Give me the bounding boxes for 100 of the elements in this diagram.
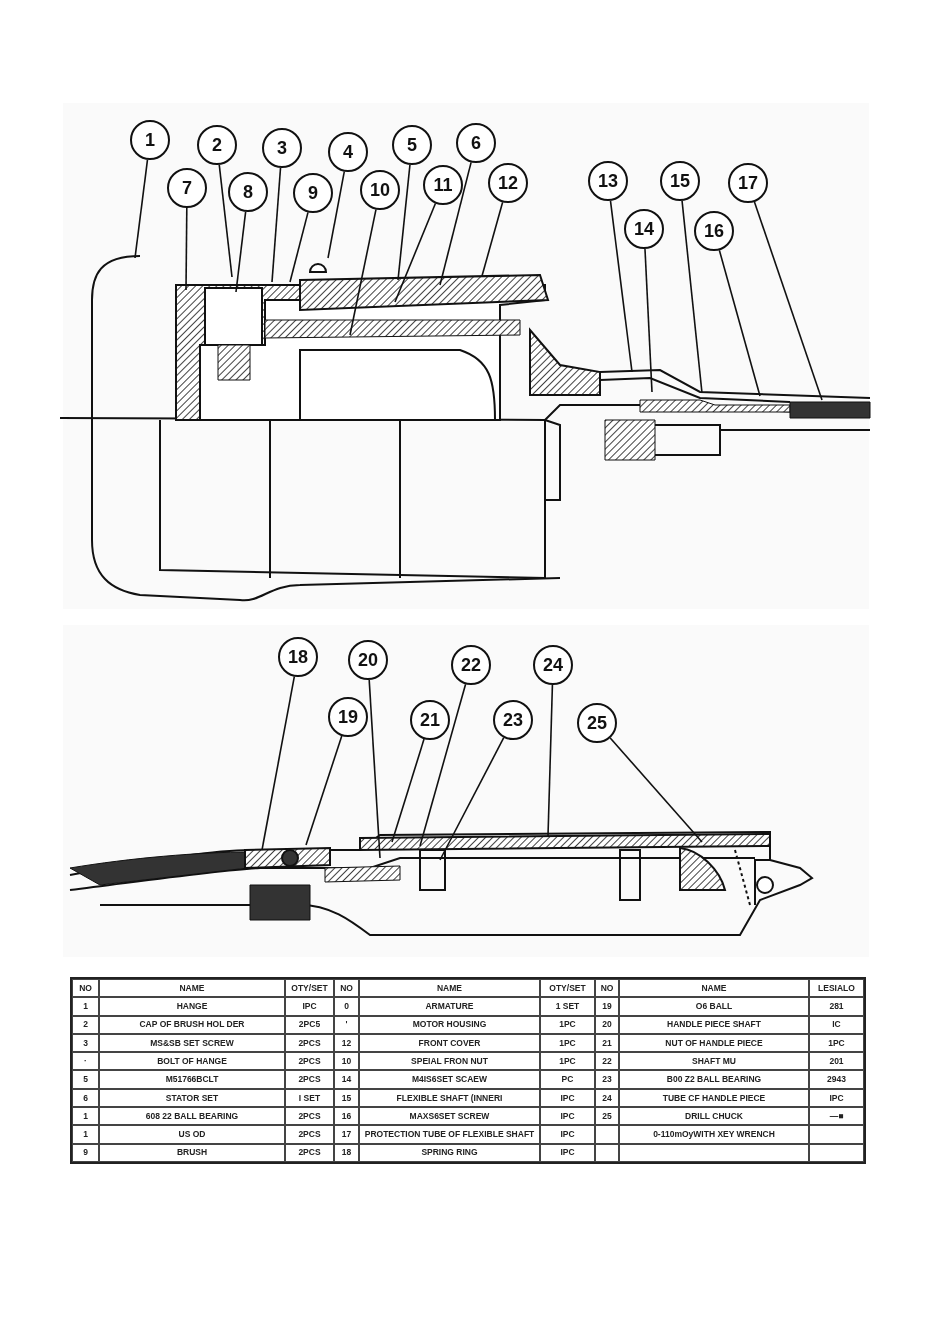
table-cell: NO — [72, 979, 99, 998]
table-cell: BRUSH — [99, 1143, 285, 1162]
leader-line — [327, 170, 346, 259]
table-cell: 1 — [72, 1107, 99, 1126]
leader-line — [305, 735, 343, 846]
table-cell: 0 — [334, 997, 359, 1016]
table-cell: IPC — [809, 1088, 864, 1108]
table-cell: 2PCS — [285, 1052, 334, 1071]
table-cell: M4IS6SET SCAEW — [359, 1070, 540, 1089]
table-cell: 25 — [595, 1107, 619, 1126]
table-cell: 2PCS — [285, 1107, 334, 1126]
table-cell: CAP OF BRUSH HOL DER — [99, 1015, 285, 1034]
table-cell: 24 — [595, 1088, 619, 1108]
table-cell: STATOR SET — [99, 1088, 285, 1108]
table-cell: OTY/SET — [285, 979, 334, 998]
table-cell: TUBE CF HANDLE PIECE — [619, 1088, 809, 1108]
leader-line — [397, 164, 411, 281]
table-cell: SHAFT MU — [619, 1052, 809, 1071]
table-cell: I SET — [285, 1088, 334, 1108]
table-cell: 6 — [72, 1088, 99, 1108]
table-cell: US OD — [99, 1125, 285, 1144]
table-cell: 1PC — [809, 1033, 864, 1053]
table-cell: 3 — [72, 1033, 99, 1053]
table-cell: 21 — [595, 1033, 619, 1053]
table-cell: O6 BALL — [619, 997, 809, 1016]
table-cell: IPC — [540, 1143, 595, 1162]
table-cell: HANDLE PIECE SHAFT — [619, 1015, 809, 1034]
leader-line — [391, 738, 425, 843]
leader-line — [481, 201, 504, 277]
table-cell: MAXS6SET SCREW — [359, 1107, 540, 1126]
table-cell: NAME — [619, 979, 809, 998]
leader-line — [271, 167, 282, 283]
table-cell: M51766BCLT — [99, 1070, 285, 1089]
table-cell: 2PCS — [285, 1143, 334, 1162]
table-cell: 5 — [72, 1070, 99, 1089]
table-cell: 2PC5 — [285, 1015, 334, 1034]
table-cell: 2PCS — [285, 1125, 334, 1144]
table-cell: 2PCS — [285, 1070, 334, 1089]
leader-line — [419, 683, 467, 847]
leader-line — [644, 248, 653, 393]
table-cell: IPC — [540, 1107, 595, 1126]
table-cell: IPC — [540, 1088, 595, 1108]
table-cell: —■ — [809, 1107, 864, 1126]
leader-line — [681, 200, 703, 394]
leader-line — [368, 679, 381, 859]
table-cell: HANGE — [99, 997, 285, 1016]
table-cell: 22 — [595, 1052, 619, 1071]
leader-line — [753, 201, 823, 401]
table-cell: 201 — [809, 1052, 864, 1071]
table-cell: PROTECTION TUBE OF FLEXIBLE SHAFT — [359, 1125, 540, 1144]
table-cell: 19 — [595, 997, 619, 1016]
table-cell: 14 — [334, 1070, 359, 1089]
table-cell: 15 — [334, 1088, 359, 1108]
table-cell: 18 — [334, 1143, 359, 1162]
table-cell: 0-110mOyWITH XEY WRENCH — [619, 1125, 809, 1144]
table-cell: B00 Z2 BALL BEARING — [619, 1070, 809, 1089]
table-cell: 1 SET — [540, 997, 595, 1016]
table-cell: IPC — [540, 1125, 595, 1144]
table-cell: 1 — [72, 1125, 99, 1144]
table-cell: 2 — [72, 1015, 99, 1034]
table-cell: 9 — [72, 1143, 99, 1162]
table-cell: 10 — [334, 1052, 359, 1071]
table-cell: 20 — [595, 1015, 619, 1034]
table-cell: NAME — [359, 979, 540, 998]
table-cell: MOTOR HOUSING — [359, 1015, 540, 1034]
leader-line — [235, 211, 247, 293]
leader-line — [289, 211, 309, 283]
table-cell: DRILL CHUCK — [619, 1107, 809, 1126]
table-cell: NUT OF HANDLE PIECE — [619, 1033, 809, 1053]
table-cell: 1PC — [540, 1033, 595, 1053]
leader-line — [349, 208, 377, 336]
table-cell: ' — [334, 1015, 359, 1034]
leader-line — [185, 207, 188, 291]
leader-line — [609, 737, 703, 843]
table-cell: NO — [595, 979, 619, 998]
table-cell: 1PC — [540, 1015, 595, 1034]
table-cell: FLEXIBLE SHAFT (INNERI — [359, 1088, 540, 1108]
table-cell: 1 — [72, 997, 99, 1016]
table-cell: IPC — [285, 997, 334, 1016]
table-cell: ARMATURE — [359, 997, 540, 1016]
table-cell: OTY/SET — [540, 979, 595, 998]
table-cell: SPRING RING — [359, 1143, 540, 1162]
table-cell: 2PCS — [285, 1033, 334, 1053]
leader-line — [218, 164, 233, 278]
table-cell: 2943 — [809, 1070, 864, 1089]
leader-line — [609, 200, 633, 373]
table-cell: IC — [809, 1015, 864, 1034]
table-cell: · — [72, 1052, 99, 1071]
table-cell: SPEIAL FRON NUT — [359, 1052, 540, 1071]
table-cell: FRONT COVER — [359, 1033, 540, 1053]
table-cell: MS&SB SET SCREW — [99, 1033, 285, 1053]
table-cell: 12 — [334, 1033, 359, 1053]
table-cell: 608 22 BALL BEARING — [99, 1107, 285, 1126]
table-cell: 17 — [334, 1125, 359, 1144]
table-cell: LESIALO — [809, 979, 864, 998]
table-cell: 23 — [595, 1070, 619, 1089]
leader-line — [547, 684, 554, 837]
table-cell: 1PC — [540, 1052, 595, 1071]
table-cell: PC — [540, 1070, 595, 1089]
table-cell: 281 — [809, 997, 864, 1016]
